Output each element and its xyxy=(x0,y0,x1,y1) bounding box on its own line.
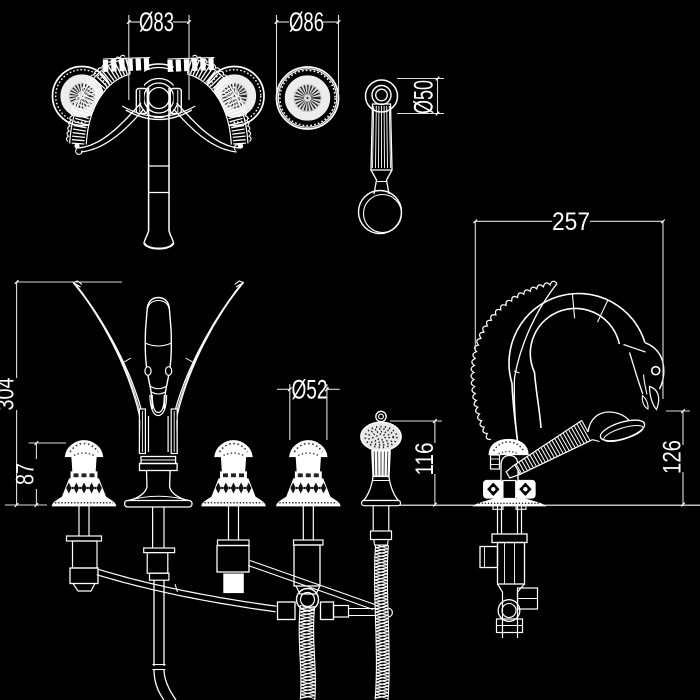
svg-text:Ø50: Ø50 xyxy=(409,80,439,114)
svg-text:Ø52: Ø52 xyxy=(292,375,328,405)
svg-text:304: 304 xyxy=(0,377,20,410)
svg-text:Ø86: Ø86 xyxy=(289,7,324,37)
svg-text:257: 257 xyxy=(552,208,590,236)
svg-text:116: 116 xyxy=(411,443,439,476)
svg-text:Ø83: Ø83 xyxy=(139,7,174,37)
svg-text:87: 87 xyxy=(12,463,40,485)
svg-text:126: 126 xyxy=(659,440,687,474)
